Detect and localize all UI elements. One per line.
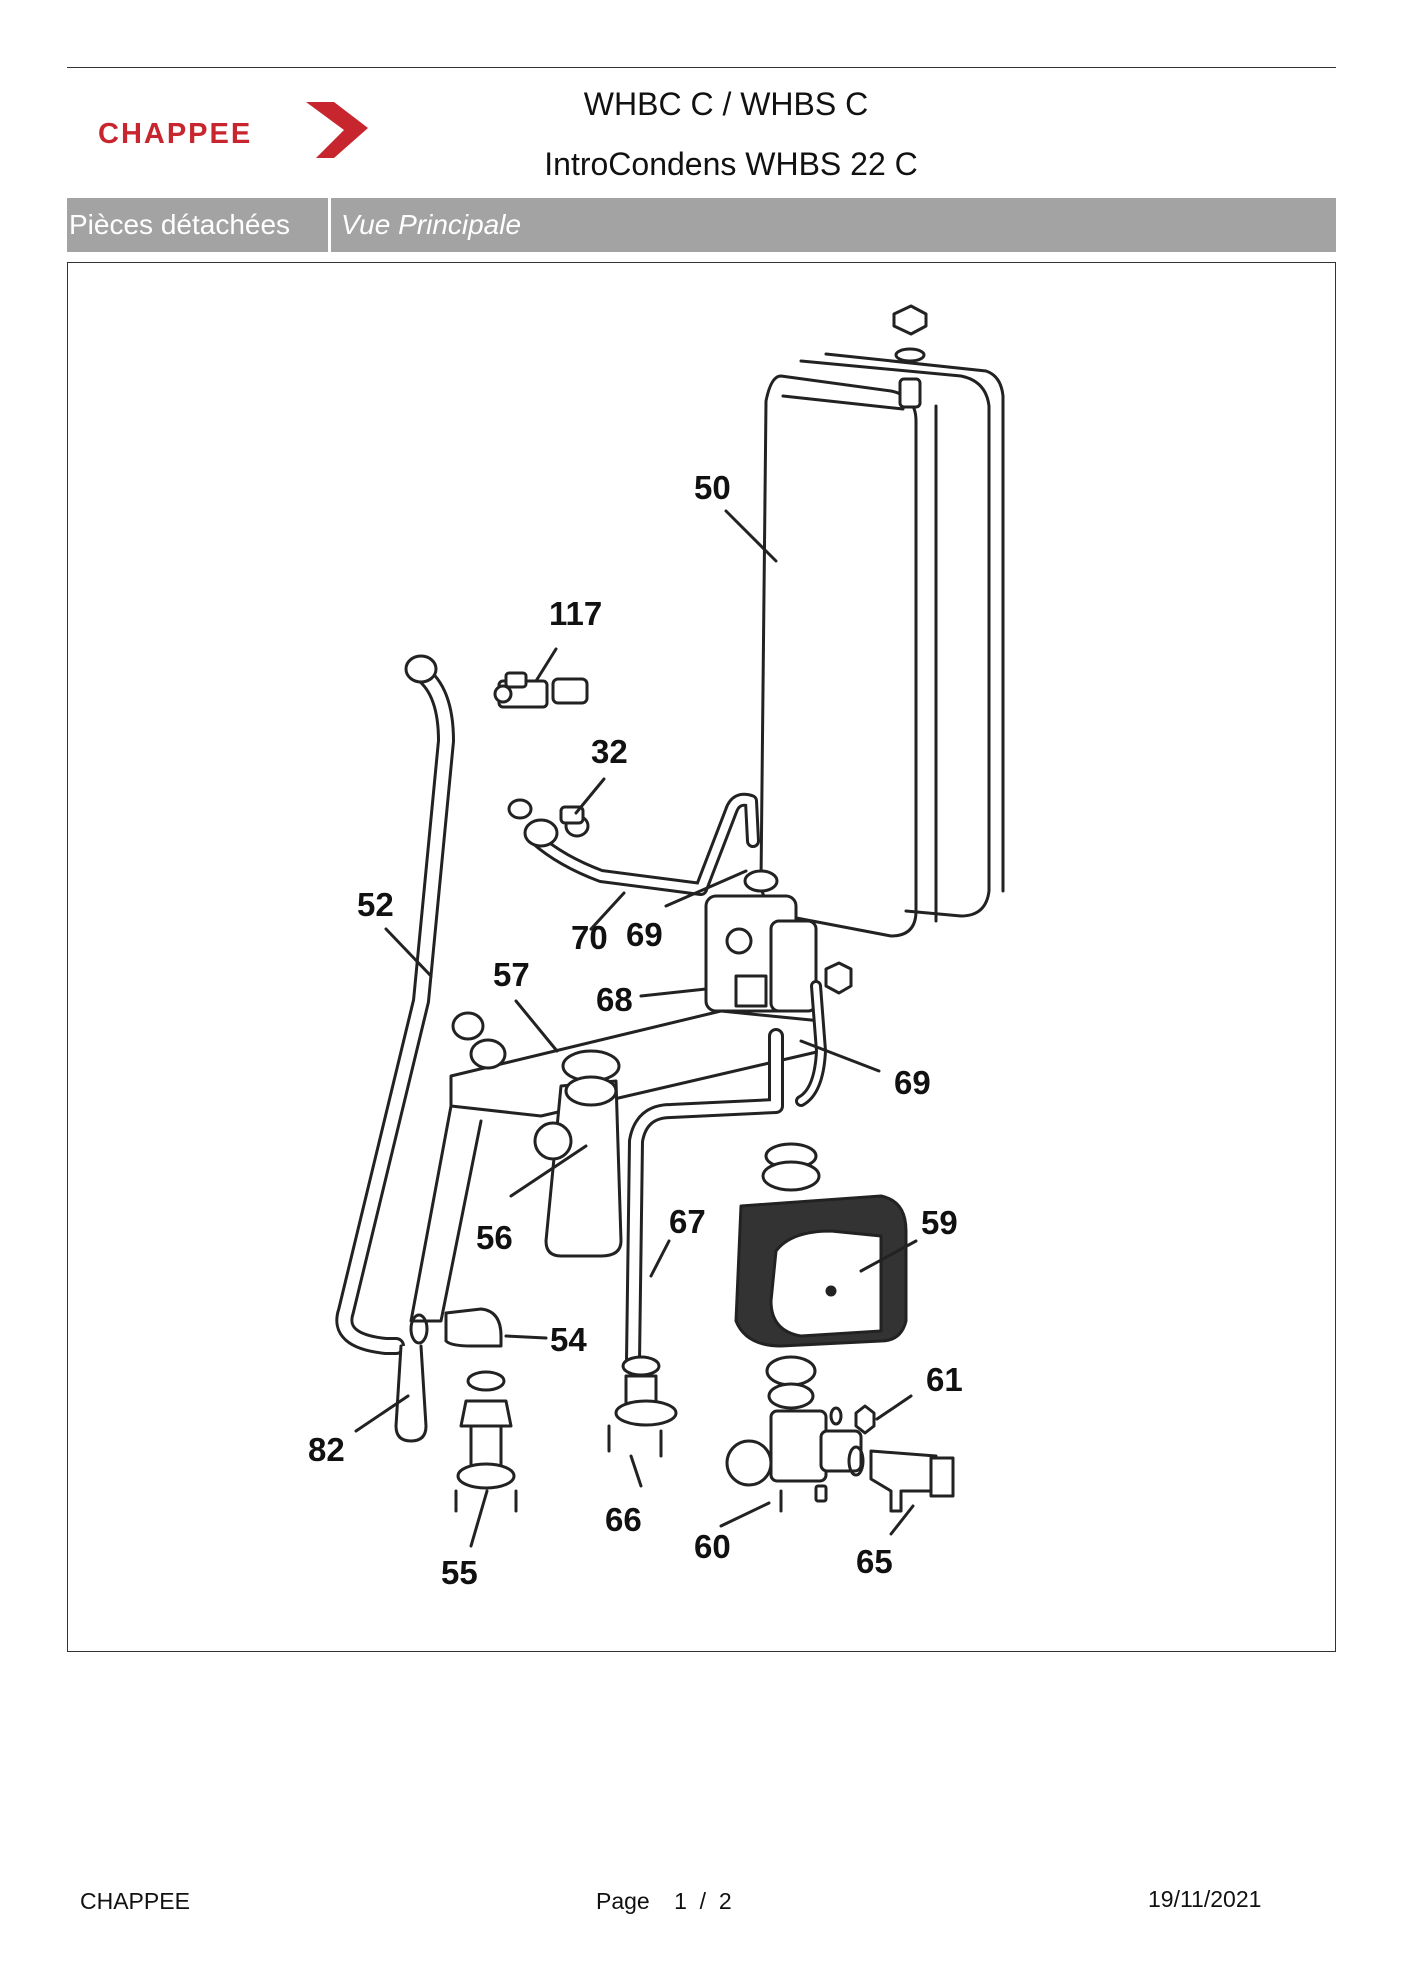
callout-65: 65 <box>856 1543 893 1580</box>
callout-54: 54 <box>550 1321 587 1358</box>
callout-50: 50 <box>694 469 731 506</box>
footer-date: 19/11/2021 <box>1148 1886 1262 1912</box>
callout-67: 67 <box>669 1203 706 1240</box>
callout-labels: 50 117 32 52 70 69 57 68 69 56 67 59 54 … <box>308 469 963 1591</box>
callout-66: 66 <box>605 1501 642 1538</box>
valve-55-part <box>454 1370 518 1513</box>
logo-arrow-icon <box>306 102 368 158</box>
footer-page-number: 1 / 2 <box>674 1888 732 1914</box>
callout-57: 57 <box>493 956 530 993</box>
leader-lines <box>354 509 918 1548</box>
circulator-pump-59-part <box>734 1142 908 1348</box>
washer-32-part <box>507 798 590 838</box>
section-label: Pièces détachées <box>67 198 331 252</box>
section-bar: Pièces détachées Vue Principale <box>67 198 1336 252</box>
valve-66-part <box>607 1355 678 1458</box>
gas-valve-68-part <box>704 869 818 1013</box>
callout-52: 52 <box>357 886 394 923</box>
callout-68: 68 <box>596 981 633 1018</box>
callout-60: 60 <box>694 1528 731 1565</box>
top-rule <box>67 67 1336 68</box>
safety-valve-65-part <box>847 1445 955 1513</box>
callout-117: 117 <box>549 595 602 632</box>
callout-69b: 69 <box>894 1064 931 1101</box>
callout-82: 82 <box>308 1431 345 1468</box>
callout-70: 70 <box>571 919 608 956</box>
valve-body-60-part <box>725 1355 863 1513</box>
logo-wordmark: CHAPPEE <box>98 118 253 150</box>
document-title-model: WHBC C / WHBS C <box>583 86 869 122</box>
callout-56: 56 <box>476 1219 513 1256</box>
callout-61: 61 <box>926 1361 963 1398</box>
exploded-parts-diagram: 50 117 32 52 70 69 57 68 69 56 67 59 54 … <box>308 304 1005 1591</box>
drain-61-part <box>829 1404 876 1435</box>
document-title-product: IntroCondens WHBS 22 C <box>544 146 918 182</box>
callout-32: 32 <box>591 733 628 770</box>
elbow-54-part <box>409 1307 503 1348</box>
expansion-vessel-part <box>759 304 1005 938</box>
footer-page: Page 1 / 2 <box>596 1888 732 1915</box>
callout-59: 59 <box>921 1204 958 1241</box>
callout-55: 55 <box>441 1554 478 1591</box>
footer-company: CHAPPEE <box>80 1888 190 1914</box>
callout-69: 69 <box>626 916 663 953</box>
exploded-view-frame: 50 117 32 52 70 69 57 68 69 56 67 59 54 … <box>67 262 1336 1652</box>
chappee-logo: CHAPPEE <box>98 100 368 168</box>
pipe-82-part <box>394 1344 428 1443</box>
view-label: Vue Principale <box>341 209 522 240</box>
footer-page-label: Page <box>596 1888 650 1914</box>
connector-117-part <box>493 671 589 709</box>
hydro-block-56-part <box>533 1049 623 1258</box>
